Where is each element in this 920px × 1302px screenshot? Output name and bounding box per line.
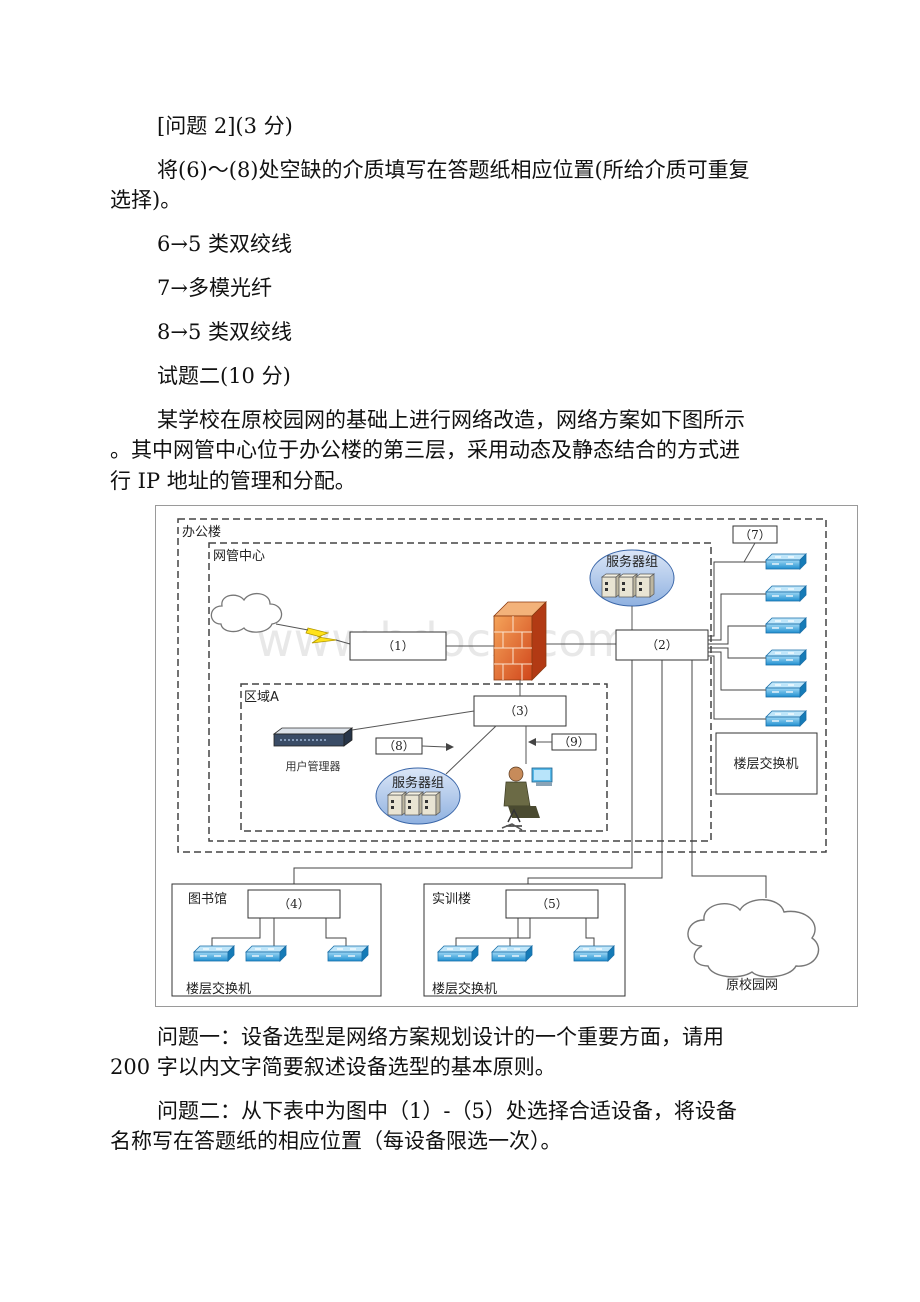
exam2-heading: 试题二(10 分) (157, 364, 291, 388)
user-manager-label: 用户管理器 (286, 759, 341, 773)
problem2-line2: 名称写在答题纸的相应位置（每设备限选一次）。 (110, 1129, 562, 1153)
nmc-region (208, 542, 712, 842)
medium-box-9-label: （9） (558, 735, 590, 749)
switch-icon (437, 945, 479, 962)
office-floor-switch-label: 楼层交换机 (733, 756, 798, 772)
office-building-label: 办公楼 (182, 525, 221, 540)
exam2-intro-line2: 。其中网管中心位于办公楼的第三层，采用动态及静态结合的方式进 (110, 438, 740, 462)
zone-a-label: 区域A (244, 690, 279, 705)
library-label: 图书馆 (188, 892, 227, 907)
switch-icon (765, 649, 807, 666)
device-box-4-label: （4） (278, 897, 310, 911)
device-box-5 (505, 889, 599, 919)
office-floor-switches (765, 553, 807, 727)
exam2-intro-line1: 某学校在原校园网的基础上进行网络改造，网络方案如下图所示 (157, 408, 745, 432)
network-diagram-svg: www.bdocx.com 办公楼 网管中心 区域A （1） 服务器组 （2） … (171, 518, 827, 997)
old-campus-label: 原校园网 (726, 977, 778, 993)
switch-icon (765, 710, 807, 727)
network-diagram: www.bdocx.com 办公楼 网管中心 区域A （1） 服务器组 （2） … (155, 505, 858, 1007)
server-group-top-label: 服务器组 (606, 554, 658, 570)
internet-cloud-icon (210, 593, 283, 633)
nmc-label: 网管中心 (213, 549, 265, 564)
server-group-zone-label: 服务器组 (392, 775, 444, 791)
answer-8: 8→5 类双绞线 (157, 320, 292, 344)
problem1-line2: 200 字以内文字简要叙述设备选型的基本原则。 (110, 1055, 556, 1079)
answer-6: 6→5 类双绞线 (157, 232, 292, 256)
device-box-5-label: （5） (536, 897, 568, 911)
medium-box-8-label: （8） (383, 739, 415, 753)
q2-heading: [问题 2](3 分) (157, 114, 293, 138)
q2-instruction-line2: 选择)。 (110, 188, 182, 212)
device-box-2 (615, 629, 709, 661)
switch-icon (193, 945, 235, 962)
office-building-region (177, 518, 827, 853)
old-campus-cloud-icon: 原校园网 (687, 899, 820, 993)
device-box-4 (247, 889, 341, 919)
training-floor-switch-label: 楼层交换机 (432, 981, 497, 997)
switch-icon (491, 945, 533, 962)
zone-a-region (240, 683, 608, 832)
problem1-line1: 问题一：设备选型是网络方案规划设计的一个重要方面，请用 (157, 1025, 724, 1049)
user-manager-device: 用户管理器 (272, 727, 354, 773)
device-box-1-label: （1） (382, 639, 414, 653)
switch-icon (765, 585, 807, 602)
device-box-2-label: （2） (646, 638, 678, 652)
q2-instruction-line1: 将(6)～(8)处空缺的介质填写在答题纸相应位置(所给介质可重复 (157, 158, 750, 182)
server-group-zone-a: 服务器组 (375, 767, 461, 825)
answer-7: 7→多模光纤 (157, 276, 272, 300)
switch-icon (327, 945, 369, 962)
user-workstation-icon (501, 766, 553, 831)
switch-icon (765, 617, 807, 634)
device-box-3-label: （3） (504, 704, 536, 718)
exam2-intro-line3: 行 IP 地址的管理和分配。 (110, 469, 356, 493)
library-floor-switch-label: 楼层交换机 (186, 981, 251, 997)
medium-box-7-label: （7） (739, 528, 771, 542)
training-building-label: 实训楼 (432, 892, 471, 907)
switch-icon (245, 945, 287, 962)
switch-icon (573, 945, 615, 962)
lightning-icon (305, 627, 338, 644)
switch-icon (765, 553, 807, 570)
device-box-1 (349, 631, 447, 661)
switch-icon (765, 681, 807, 698)
office-floor-switch-box (715, 732, 818, 795)
firewall-icon (493, 601, 547, 681)
problem2-line1: 问题二：从下表中为图中（1）-（5）处选择合适设备，将设备 (157, 1099, 737, 1123)
server-group-top: 服务器组 (589, 549, 675, 607)
